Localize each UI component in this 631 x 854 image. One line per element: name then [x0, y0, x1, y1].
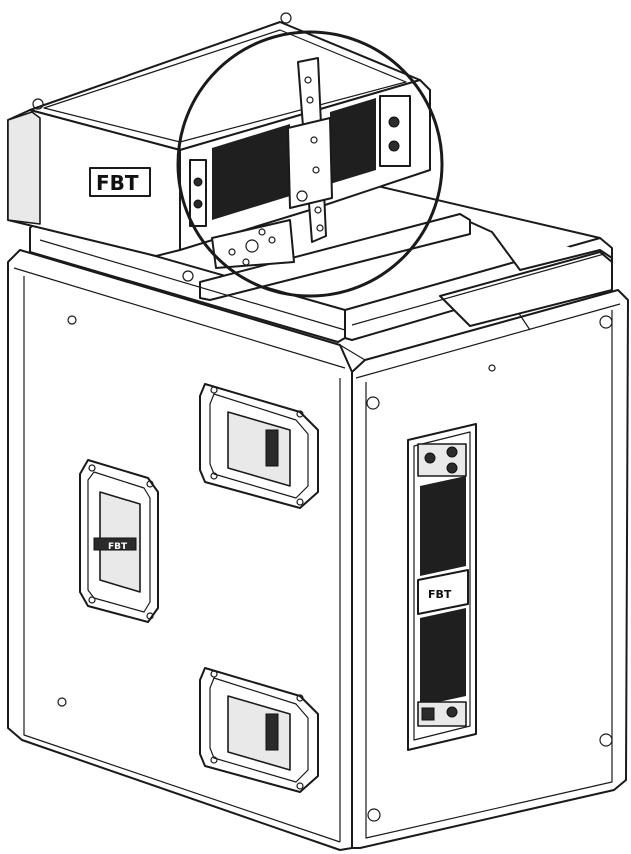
- connector-icon: [388, 140, 400, 152]
- screw-icon: [367, 808, 381, 822]
- connector-icon: [446, 462, 458, 474]
- handle-lower: [199, 667, 319, 793]
- handle-left: FBT: [79, 459, 159, 623]
- screw-icon: [599, 733, 613, 747]
- screw-icon: [488, 364, 496, 372]
- connector-icon: [424, 452, 436, 464]
- handle-upper: [199, 383, 319, 509]
- module-heatsink-left: [212, 124, 290, 220]
- amplifier-panel: FBT: [407, 423, 477, 751]
- top-logo-text: FBT: [96, 171, 139, 195]
- screw-icon: [57, 697, 67, 707]
- detail-highlight-circle: [176, 30, 444, 298]
- subwoofer-right-face: [351, 289, 629, 849]
- line-array-module: FBT: [7, 12, 431, 282]
- screw-icon: [599, 315, 613, 329]
- connector-icon: [388, 116, 400, 128]
- panel-logo-text: FBT: [428, 588, 452, 601]
- side-logo-text: FBT: [108, 542, 128, 552]
- heatsink-lower: [420, 608, 466, 706]
- heatsink-upper: [420, 476, 466, 576]
- screw-icon: [366, 396, 380, 410]
- screw-icon: [67, 315, 77, 325]
- module-heatsink-right: [330, 98, 376, 184]
- connector-icon: [446, 446, 458, 458]
